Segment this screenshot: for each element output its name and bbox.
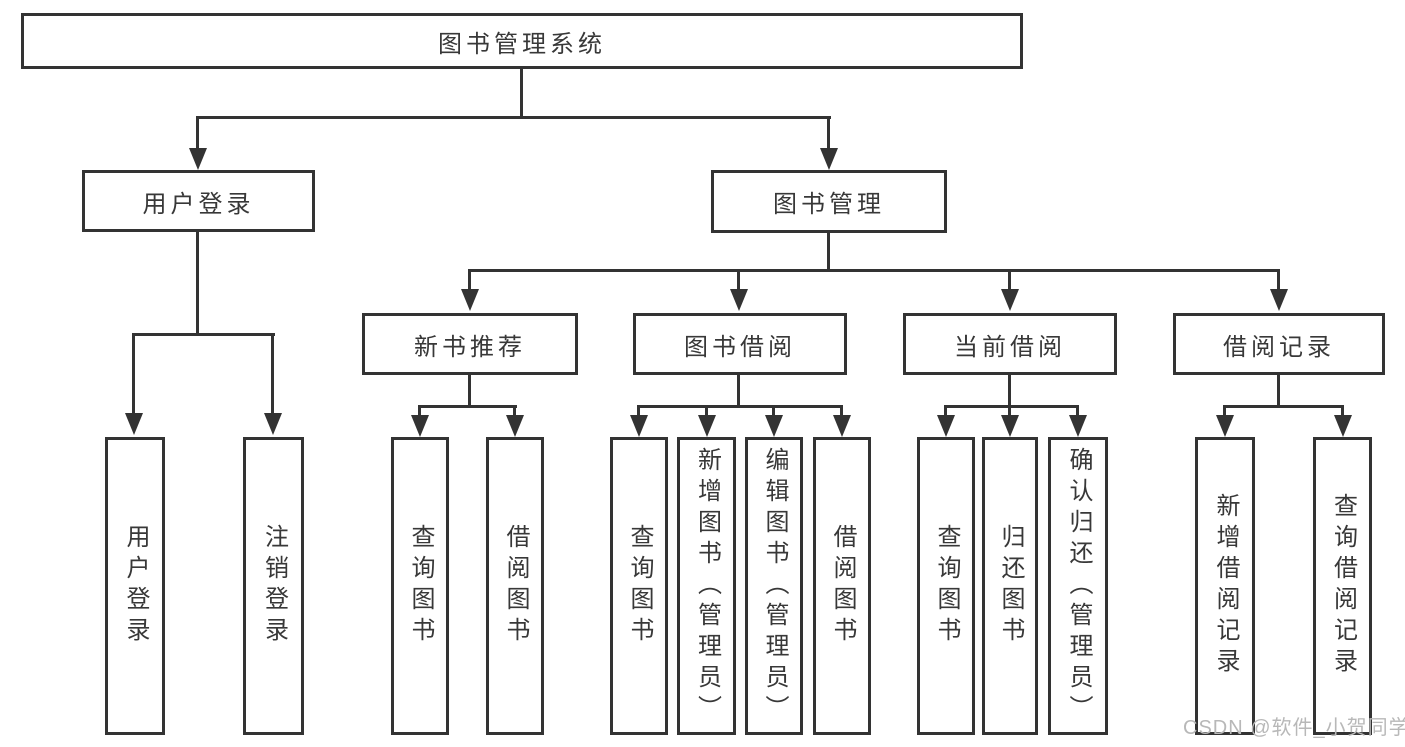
leaf-confirm-return-admin-label: 确认归还（管理员） bbox=[1065, 446, 1092, 726]
leaf-user-login-label: 用户登录 bbox=[122, 524, 149, 648]
connector-line bbox=[637, 405, 640, 417]
connector-line bbox=[1223, 405, 1226, 417]
node-root: 图书管理系统 bbox=[21, 13, 1023, 69]
leaf-query-books-recommend-label: 查询图书 bbox=[407, 524, 434, 648]
connector-line bbox=[1341, 405, 1344, 417]
connector-line bbox=[944, 405, 947, 417]
connector-line bbox=[196, 232, 199, 335]
connector-line bbox=[418, 405, 421, 417]
connector-line bbox=[737, 269, 740, 289]
arrowhead-down-icon bbox=[1334, 415, 1352, 437]
leaf-query-books-current: 查询图书 bbox=[917, 437, 975, 735]
arrowhead-down-icon bbox=[264, 413, 282, 435]
connector-line bbox=[468, 375, 471, 407]
connector-line bbox=[132, 333, 135, 413]
connector-line bbox=[468, 269, 1280, 272]
node-new-book-recommend-label: 新书推荐 bbox=[414, 333, 526, 361]
node-user-login-label: 用户登录 bbox=[142, 190, 255, 218]
connector-line bbox=[1008, 405, 1011, 417]
leaf-add-borrow-record: 新增借阅记录 bbox=[1195, 437, 1255, 735]
connector-line bbox=[772, 405, 775, 417]
connector-line bbox=[520, 69, 523, 118]
watermark: CSDN @软件_小贺同学 bbox=[1183, 717, 1405, 739]
node-borrow-records: 借阅记录 bbox=[1173, 313, 1385, 375]
connector-line bbox=[840, 405, 843, 417]
leaf-add-book-admin: 新增图书（管理员） bbox=[677, 437, 736, 735]
connector-line bbox=[1008, 269, 1011, 289]
connector-line bbox=[418, 405, 517, 408]
leaf-logout-login: 注销登录 bbox=[243, 437, 304, 735]
node-book-borrow: 图书借阅 bbox=[633, 313, 847, 375]
arrowhead-down-icon bbox=[411, 415, 429, 437]
connector-line bbox=[271, 333, 274, 413]
leaf-add-borrow-record-label: 新增借阅记录 bbox=[1212, 493, 1239, 679]
connector-line bbox=[1223, 405, 1344, 408]
arrowhead-down-icon bbox=[1001, 415, 1019, 437]
connector-line bbox=[196, 116, 199, 148]
arrowhead-down-icon bbox=[189, 148, 207, 170]
leaf-return-book: 归还图书 bbox=[982, 437, 1038, 735]
arrowhead-down-icon bbox=[698, 415, 716, 437]
connector-line bbox=[944, 405, 1078, 408]
leaf-query-books-borrow: 查询图书 bbox=[610, 437, 668, 735]
node-book-management-label: 图书管理 bbox=[773, 191, 885, 218]
arrowhead-down-icon bbox=[1069, 415, 1087, 437]
leaf-query-borrow-record: 查询借阅记录 bbox=[1313, 437, 1372, 735]
leaf-edit-book-admin-label: 编辑图书（管理员） bbox=[761, 446, 788, 726]
node-new-book-recommend: 新书推荐 bbox=[362, 313, 578, 375]
connector-line bbox=[1277, 269, 1280, 289]
connector-line bbox=[827, 116, 830, 148]
connector-line bbox=[1076, 405, 1079, 417]
node-book-borrow-label: 图书借阅 bbox=[684, 333, 796, 361]
arrowhead-down-icon bbox=[506, 415, 524, 437]
leaf-user-login: 用户登录 bbox=[105, 437, 165, 735]
leaf-logout-login-label: 注销登录 bbox=[260, 524, 288, 648]
leaf-query-books-borrow-label: 查询图书 bbox=[626, 524, 653, 648]
arrowhead-down-icon bbox=[1001, 289, 1019, 311]
connector-line bbox=[468, 269, 471, 289]
leaf-query-borrow-record-label: 查询借阅记录 bbox=[1329, 493, 1357, 679]
arrowhead-down-icon bbox=[1216, 415, 1234, 437]
node-borrow-records-label: 借阅记录 bbox=[1223, 333, 1335, 361]
connector-line bbox=[1277, 375, 1280, 407]
arrowhead-down-icon bbox=[765, 415, 783, 437]
arrowhead-down-icon bbox=[630, 415, 648, 437]
arrowhead-down-icon bbox=[730, 289, 748, 311]
leaf-borrow-books: 借阅图书 bbox=[813, 437, 871, 735]
node-user-login: 用户登录 bbox=[82, 170, 315, 232]
leaf-confirm-return-admin: 确认归还（管理员） bbox=[1048, 437, 1108, 735]
leaf-edit-book-admin: 编辑图书（管理员） bbox=[745, 437, 803, 735]
leaf-return-book-label: 归还图书 bbox=[997, 524, 1024, 648]
arrowhead-down-icon bbox=[937, 415, 955, 437]
arrowhead-down-icon bbox=[1270, 289, 1288, 311]
node-current-borrow: 当前借阅 bbox=[903, 313, 1117, 375]
arrowhead-down-icon bbox=[820, 148, 838, 170]
node-book-management: 图书管理 bbox=[711, 170, 947, 233]
connector-line bbox=[637, 405, 843, 408]
node-root-label: 图书管理系统 bbox=[438, 30, 606, 58]
connector-line bbox=[513, 405, 516, 417]
node-current-borrow-label: 当前借阅 bbox=[954, 333, 1066, 361]
connector-line bbox=[132, 333, 275, 336]
connector-line bbox=[737, 375, 740, 407]
leaf-borrow-books-recommend: 借阅图书 bbox=[486, 437, 544, 735]
connector-line bbox=[1008, 375, 1011, 407]
leaf-add-book-admin-label: 新增图书（管理员） bbox=[693, 446, 721, 726]
arrowhead-down-icon bbox=[461, 289, 479, 311]
arrowhead-down-icon bbox=[125, 413, 143, 435]
connector-line bbox=[196, 116, 831, 119]
leaf-borrow-books-label: 借阅图书 bbox=[829, 524, 856, 648]
connector-line bbox=[705, 405, 708, 417]
connector-line bbox=[827, 233, 830, 271]
leaf-query-books-current-label: 查询图书 bbox=[933, 524, 960, 648]
arrowhead-down-icon bbox=[833, 415, 851, 437]
leaf-query-books-recommend: 查询图书 bbox=[391, 437, 449, 735]
leaf-borrow-books-recommend-label: 借阅图书 bbox=[502, 524, 529, 648]
